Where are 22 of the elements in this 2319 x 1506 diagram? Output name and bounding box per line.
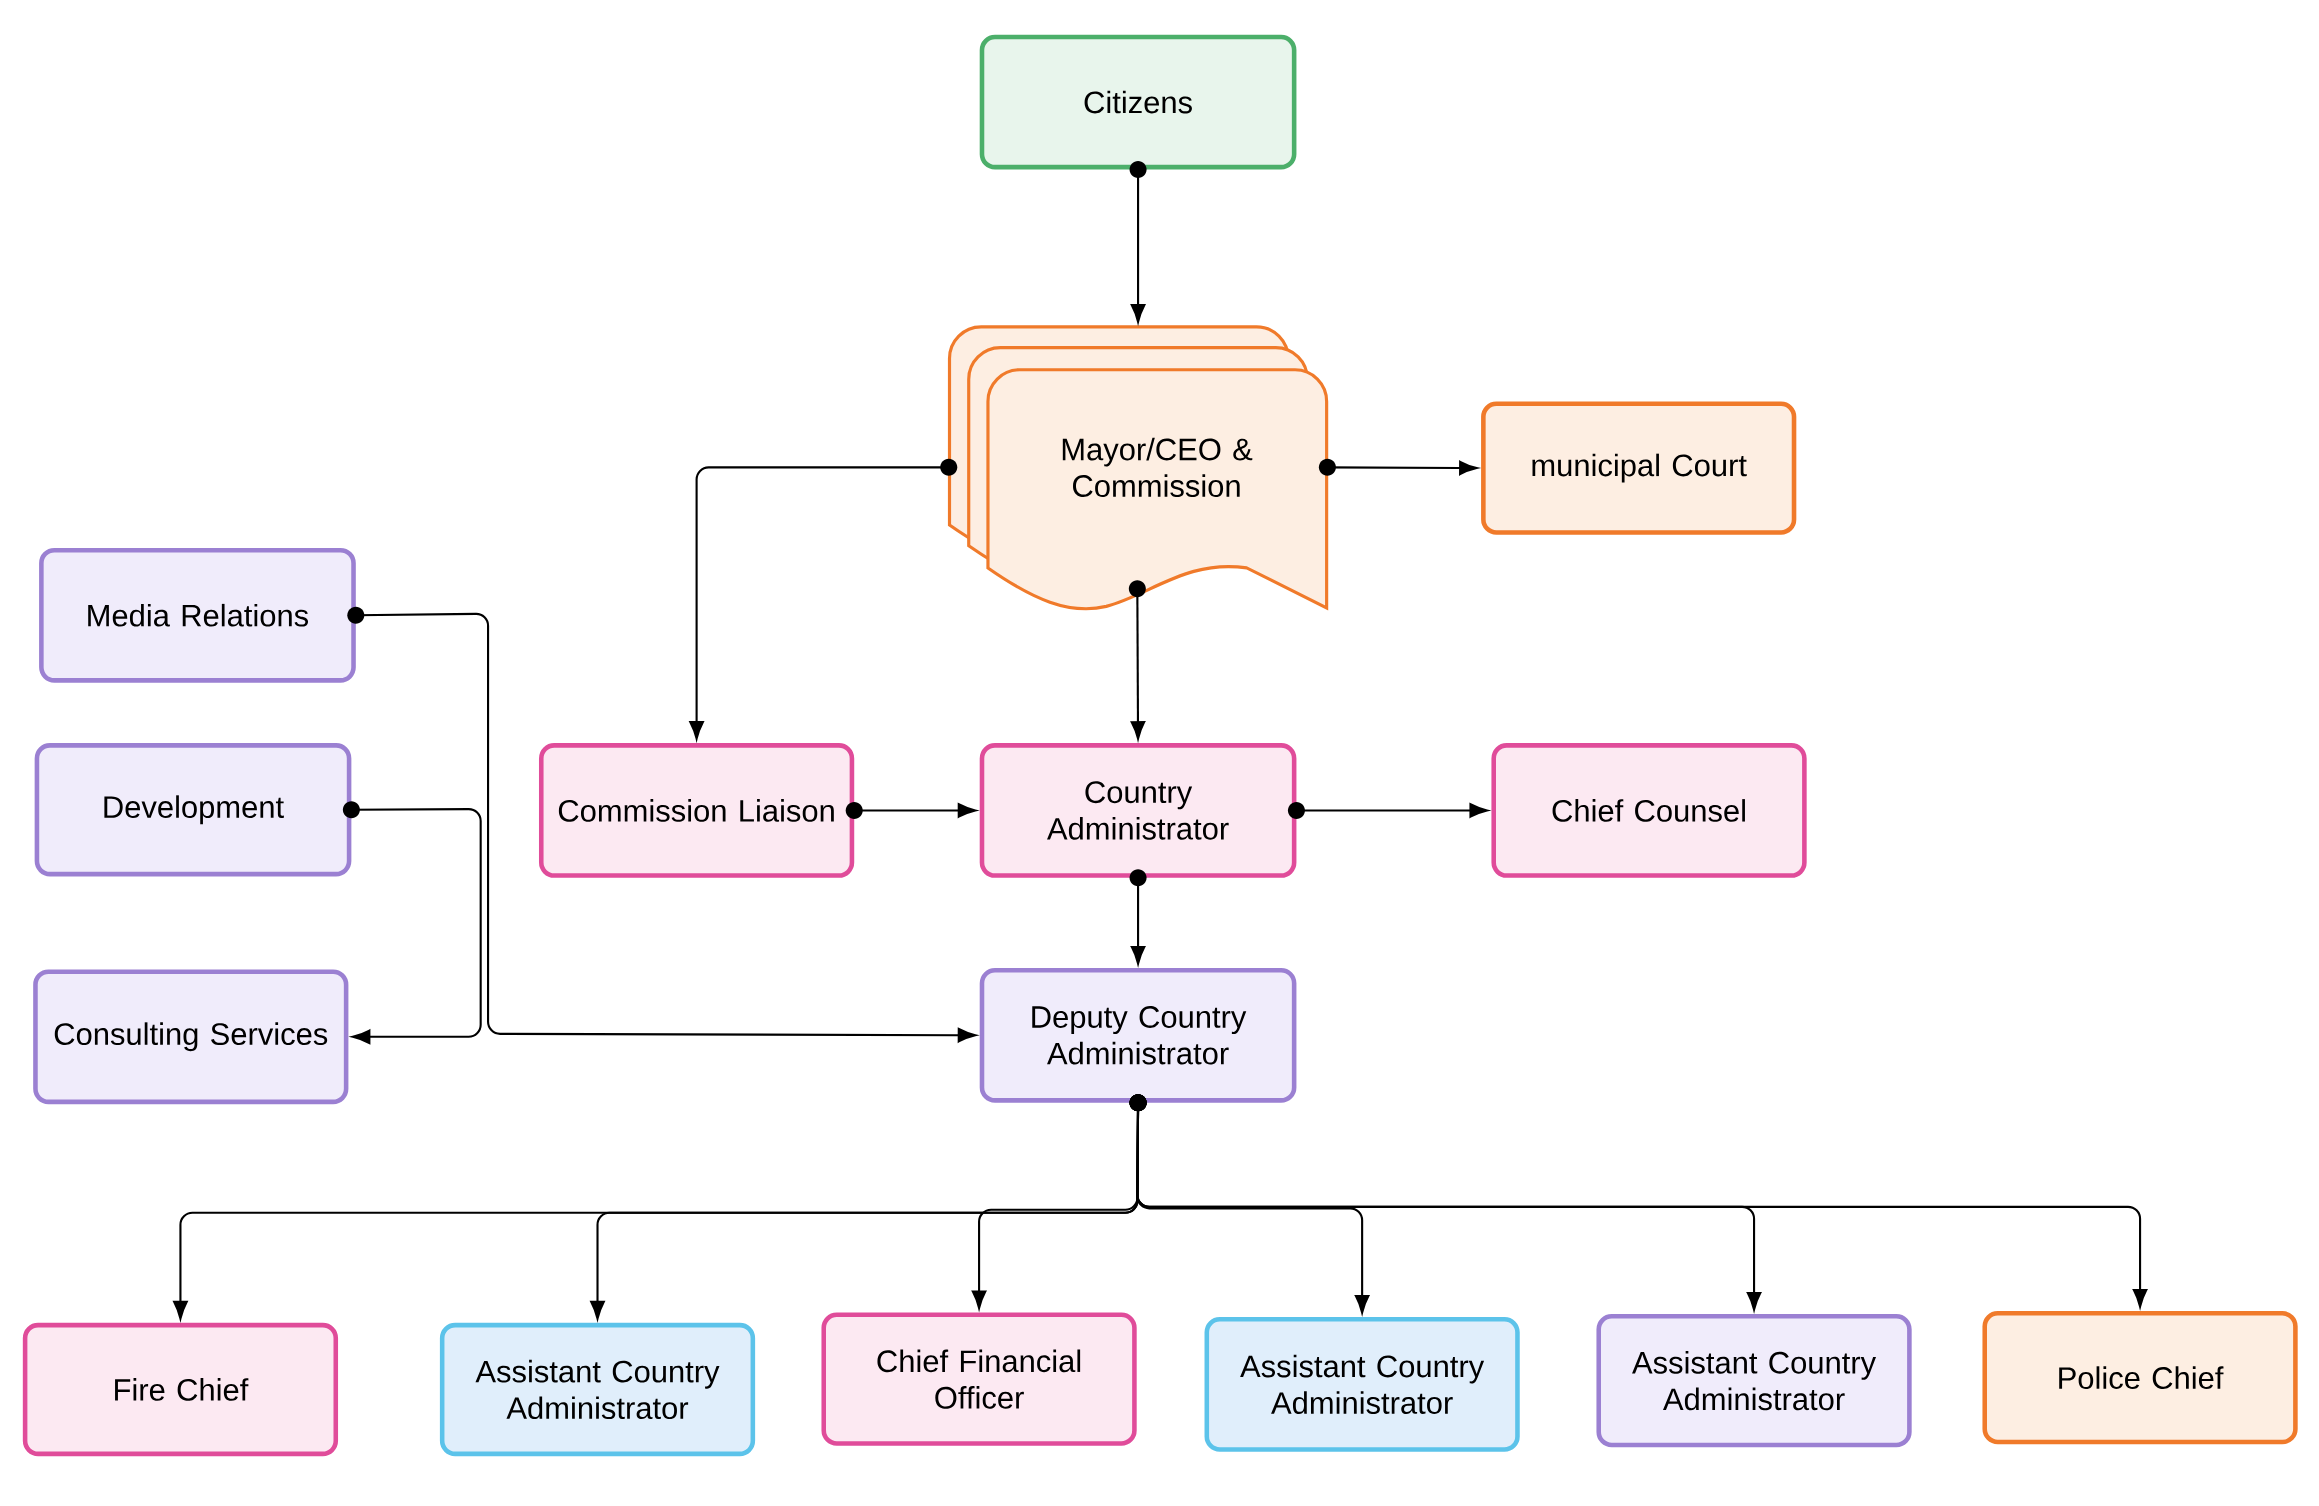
process-box: municipal Court xyxy=(1481,401,1797,535)
arrow xyxy=(347,606,977,1043)
process-box: Assistant Country Administrator xyxy=(439,1323,756,1457)
arrow xyxy=(1129,869,1147,965)
arrow xyxy=(1318,459,1478,477)
process-box: Fire Chief xyxy=(22,1323,339,1457)
process-box: Consulting Services xyxy=(33,969,349,1105)
document-stack: Mayor/CEO & Commission xyxy=(947,325,1329,611)
process-box: Police Chief xyxy=(1982,1311,2298,1445)
arrow xyxy=(1128,580,1146,740)
process-box: Deputy Country Administrator xyxy=(979,968,1297,1103)
process-box: Chief Counsel xyxy=(1491,743,1807,879)
process-box: Media Relations xyxy=(39,548,356,683)
process-box: Assistant Country Administrator xyxy=(1204,1317,1520,1452)
process-box: Commission Liaison xyxy=(539,743,855,879)
process-box: Development xyxy=(34,743,352,877)
arrow xyxy=(1129,1094,2148,1308)
process-box: Assistant Country Administrator xyxy=(1596,1314,1912,1448)
process-box: Chief Financial Officer xyxy=(821,1312,1137,1446)
process-box: Country Administrator xyxy=(979,743,1297,879)
process-box: Citizens xyxy=(979,34,1297,170)
arrow xyxy=(342,801,482,1045)
